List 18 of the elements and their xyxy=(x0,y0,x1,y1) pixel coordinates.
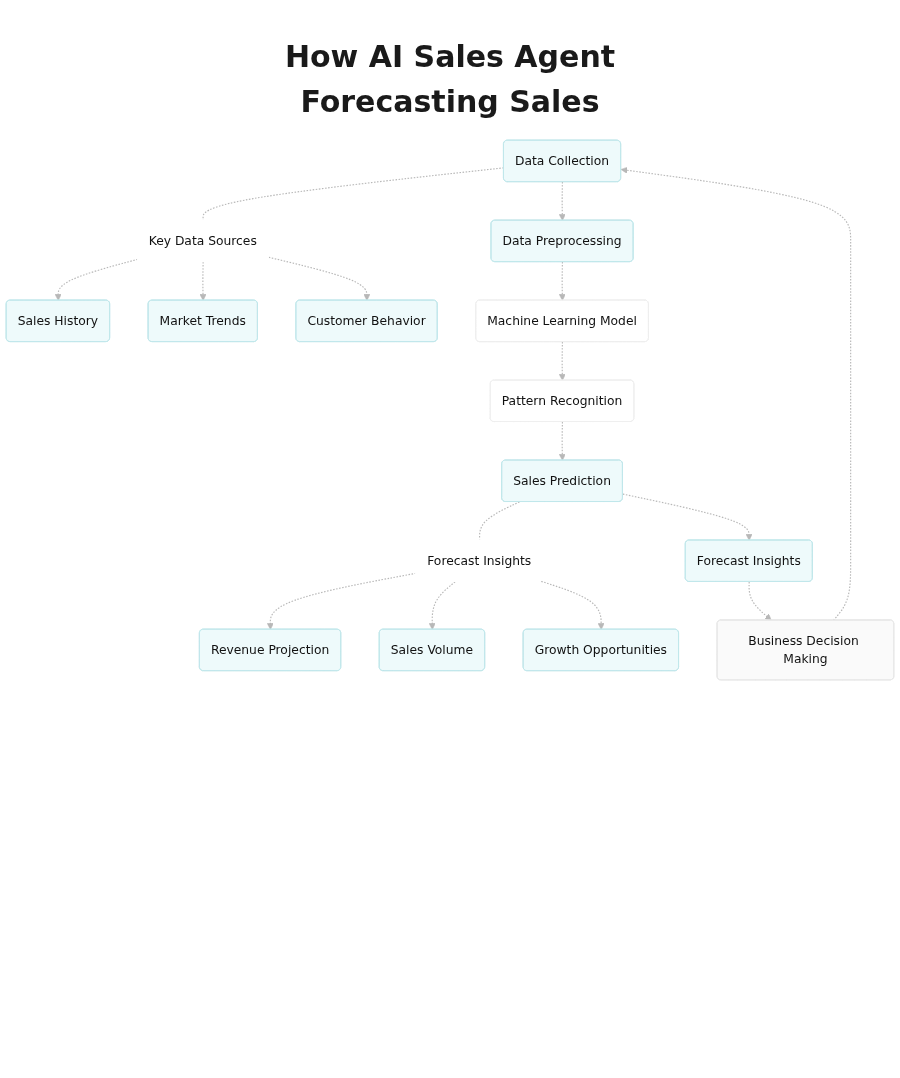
arrow xyxy=(620,166,852,621)
arrow xyxy=(622,493,753,541)
arrow xyxy=(558,261,566,301)
title: How AI Sales Agent Forecasting Sales xyxy=(283,38,617,121)
arrow xyxy=(268,256,371,301)
arrow xyxy=(748,581,772,621)
node-text: Pattern Recognition xyxy=(501,393,623,408)
arrow xyxy=(558,341,566,381)
arrow xyxy=(199,261,207,301)
arrow xyxy=(428,581,456,630)
node-text: Key Data Sources xyxy=(148,233,257,248)
arrow xyxy=(558,421,566,461)
connector xyxy=(479,501,520,541)
arrow xyxy=(54,258,139,301)
arrow xyxy=(540,580,605,630)
node-text: Forecast Insights xyxy=(427,553,532,568)
node-text: Machine Learning Model xyxy=(487,313,637,328)
arrow xyxy=(558,181,566,221)
